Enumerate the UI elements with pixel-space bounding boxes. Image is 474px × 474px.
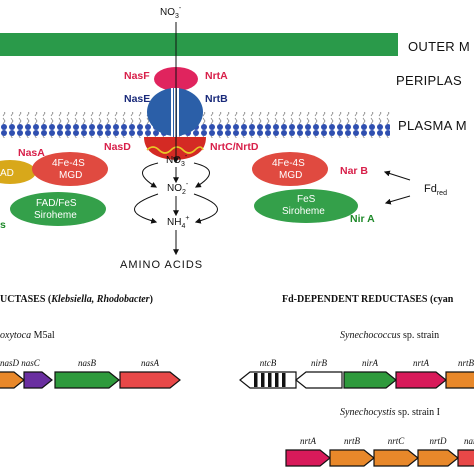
gene-nrtb-label: nrtB (458, 358, 474, 368)
atp-wave (146, 146, 204, 154)
atp-binding-protein (144, 137, 206, 160)
outer-membrane-band (0, 33, 398, 56)
left-cycle-arrow-1 (142, 162, 159, 188)
gene-nira-label: nirA (362, 358, 379, 368)
right-fes-text-2: FeS (297, 194, 316, 205)
right-molybdo-enzyme (252, 152, 328, 186)
fd-arrow-2 (384, 195, 411, 205)
nitrate-label-cytoplasm: NO3- (166, 153, 188, 168)
right-mgd-text: MGD (279, 170, 302, 181)
gene-nira-arrow (343, 371, 397, 389)
left-mgd-text: MGD (59, 170, 82, 181)
ammonium-label: NH4+ (167, 215, 189, 230)
right-organism-2: Synechocystis sp. strain I (340, 407, 440, 418)
narb-label: Nar B (340, 165, 368, 177)
left-siroheme-text: Siroheme (34, 210, 77, 221)
nrtcd-label: NrtC/NrtD (210, 141, 259, 153)
periplasm-label: PERIPLAS (396, 73, 462, 88)
nitrite-label: NO2- (167, 181, 189, 196)
gene-nasb-label: nasB (78, 358, 97, 368)
amino-acids-label: AMINO ACIDS (120, 259, 203, 271)
nase-label: NasE (124, 93, 150, 105)
ntcb-stripe (282, 373, 286, 387)
plasma-membrane-label: PLASMA M (398, 118, 467, 133)
channel-line-left (173, 88, 174, 138)
right-cycle-arrow-1 (193, 162, 210, 188)
left-siroheme-enzyme (10, 192, 106, 226)
ntcb-stripe (261, 373, 265, 387)
gene-nasb-arrow (54, 371, 120, 389)
gene2-nrtb-label: nrtB (344, 436, 361, 446)
gene2-nrtd-label: nrtD (429, 436, 447, 446)
ntcb-stripe (275, 373, 279, 387)
gene-nirb-label: nirB (311, 358, 328, 368)
fd-label: Fdred (424, 183, 447, 197)
gene2-nrtc-label: nrtC (388, 436, 406, 446)
gold-fad-enzyme (0, 160, 36, 184)
nasa-label: NasA (18, 147, 45, 159)
gene-purple-left-arrow (23, 371, 53, 389)
gene-nirb-arrow (295, 371, 343, 389)
right-section-header: Fd-DEPENDENT REDUCTASES (cyan (282, 294, 454, 305)
nasf-label: NasF (124, 70, 150, 82)
gene2-nrtd-arrow (417, 449, 459, 467)
gene-nasa-arrow (119, 371, 181, 389)
outer-membrane-label: OUTER M (408, 39, 470, 54)
right-siroheme-enzyme (254, 189, 358, 223)
left-fes-text: 4Fe-4S (52, 158, 85, 169)
left-cycle-arrow-2 (134, 193, 159, 224)
gene2-nrtb-arrow (329, 449, 375, 467)
fd-arrow-1 (383, 170, 411, 181)
nira-label: Nir A (350, 213, 375, 225)
gene-nrtb-arrow (445, 371, 474, 389)
right-organism-1: Synechococcus sp. strain (340, 330, 439, 341)
left-section-header: UCTASES (Klebsiella, Rhodobacter) (0, 294, 153, 305)
gene-nasa-label: nasA (141, 358, 160, 368)
gold-enzyme-text: AD (0, 168, 14, 179)
gene2-nrta-arrow (285, 449, 331, 467)
nitrate-label-top: NO3- (160, 5, 182, 20)
gene2-nrta-label: nrtA (300, 436, 317, 446)
nrta-label: NrtA (205, 70, 228, 82)
right-cycle-arrow-2 (193, 193, 218, 224)
gene-partial-left-arrow (0, 371, 25, 389)
nrtb-label: NrtB (205, 93, 228, 105)
left-fad-text: FAD/FeS (36, 198, 77, 209)
left-molybdo-enzyme (32, 152, 108, 186)
permease-channel (171, 88, 179, 138)
gene-nrta-label: nrtA (413, 358, 430, 368)
gene2-nrtc-arrow (373, 449, 419, 467)
ntcb-stripe (254, 373, 258, 387)
gene2-narb-arrow (457, 449, 474, 467)
gene-nasd-nasc-label: nasD nasC (0, 358, 41, 368)
gene-ntcb-label: ntcB (260, 358, 277, 368)
right-siroheme-text: Siroheme (282, 206, 325, 217)
right-fes-text: 4Fe-4S (272, 158, 305, 169)
left-partial-label: s (0, 219, 6, 231)
gene-maps: nasD nasC nasB nasA ntcB nirB nirA nrtA nrtB nrt… (0, 358, 474, 467)
nasd-label: NasD (104, 141, 131, 153)
gene2-narb-label: narB (464, 436, 474, 446)
gene-nrta-arrow (395, 371, 447, 389)
ntcb-stripe (268, 373, 272, 387)
left-organism-label: oxytoca M5al (0, 330, 55, 341)
